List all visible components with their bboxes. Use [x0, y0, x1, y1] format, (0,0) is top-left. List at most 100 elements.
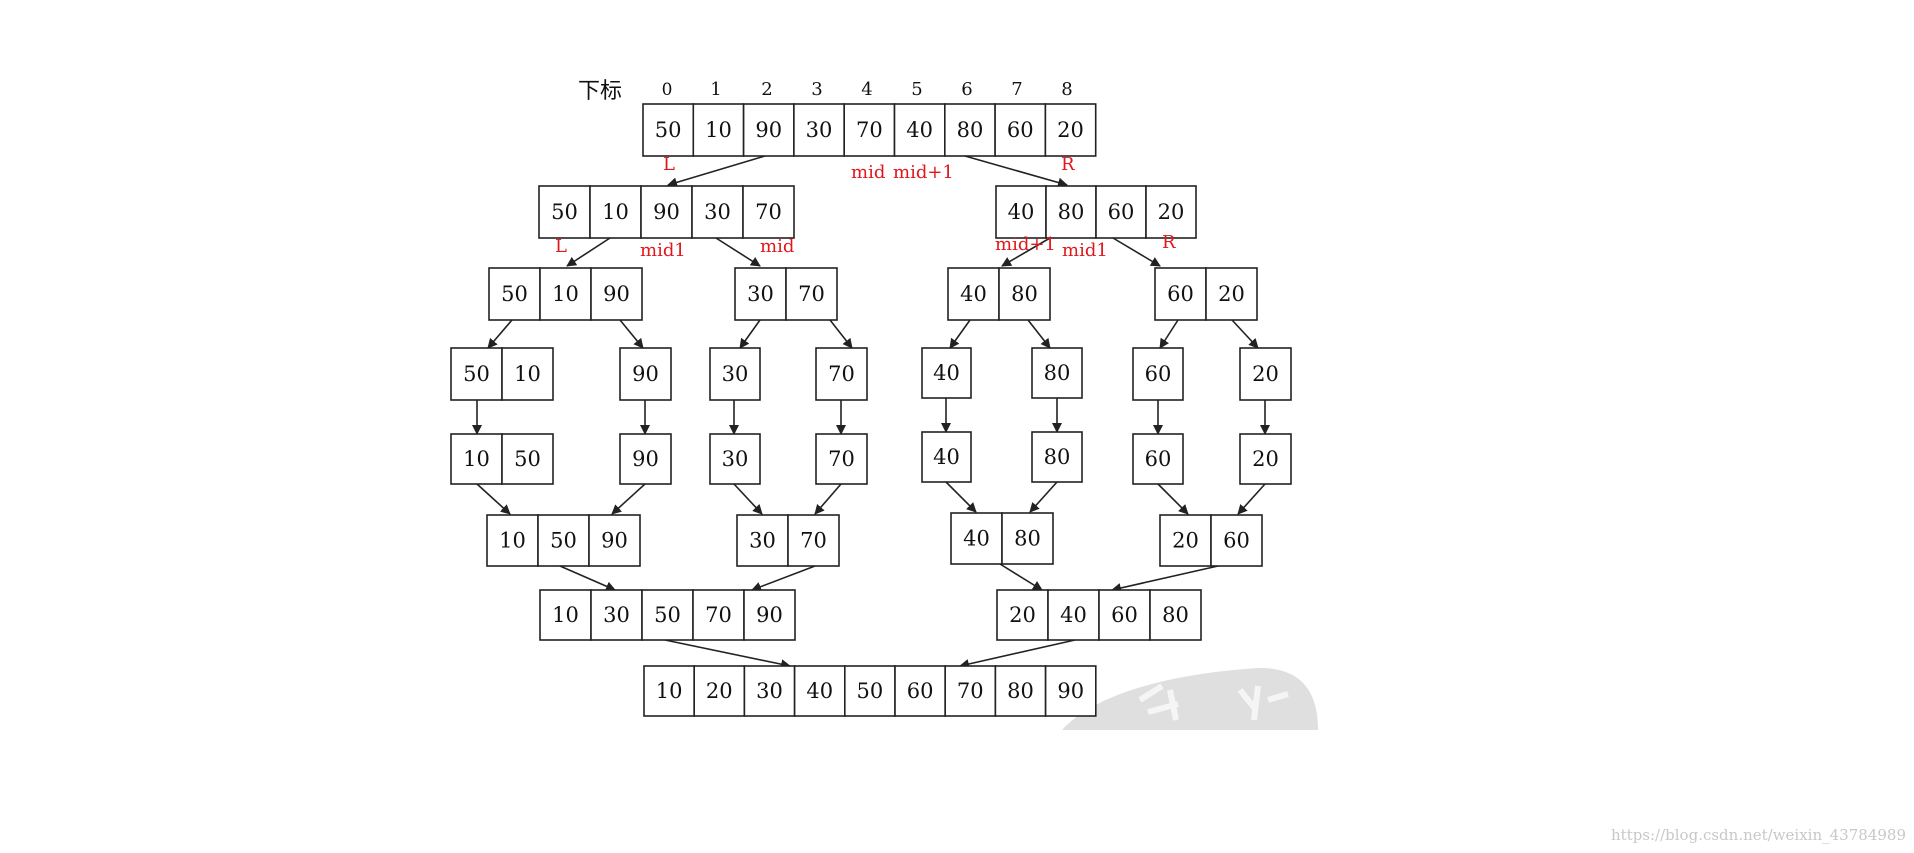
array-block-l3d: 70 — [815, 347, 868, 401]
array-block-l4c: 30 — [709, 433, 761, 485]
array-cell — [921, 431, 972, 483]
cell-value: 70 — [957, 679, 984, 703]
array-cell — [815, 347, 868, 401]
array-cell — [641, 589, 694, 641]
cell-value: 70 — [798, 282, 825, 306]
cell-value: 20 — [1218, 282, 1245, 306]
cell-value: 10 — [705, 118, 732, 142]
annotation-mid1-left: mid1 — [640, 240, 686, 261]
cell-value: 30 — [756, 679, 783, 703]
cell-value: 30 — [603, 603, 630, 627]
cell-value: 20 — [1158, 200, 1185, 224]
cell-value: 40 — [960, 282, 987, 306]
array-block-l3c: 30 — [709, 347, 761, 401]
cell-value: 30 — [747, 282, 774, 306]
array-cell — [501, 347, 554, 401]
array-cell — [785, 267, 838, 321]
cell-value: 30 — [806, 118, 833, 142]
array-cell — [1001, 512, 1054, 565]
array-cell — [619, 433, 672, 485]
array-cell — [1031, 347, 1083, 399]
cell-value: 10 — [499, 529, 526, 553]
array-cell — [486, 514, 539, 567]
array-cell — [709, 433, 761, 485]
array-cell — [1239, 347, 1292, 401]
cell-value: 50 — [654, 603, 681, 627]
array-cell — [590, 589, 643, 641]
index-digit: 6 — [961, 79, 972, 100]
index-row: 0 1 2 3 4 5 6 7 8 — [662, 79, 1073, 100]
cell-value: 50 — [551, 200, 578, 224]
cell-value: 30 — [722, 447, 749, 471]
array-cell — [692, 103, 745, 157]
cell-value: 40 — [806, 679, 833, 703]
array-cell — [642, 103, 695, 157]
cell-value: 60 — [1145, 362, 1172, 386]
annotation-R-right: R — [1162, 232, 1176, 253]
stamp-watermark-icon — [1062, 668, 1318, 730]
cell-value: 70 — [755, 200, 782, 224]
cell-value: 80 — [957, 118, 984, 142]
array-cell — [538, 185, 591, 239]
array-cell — [736, 514, 789, 567]
array-cell — [1044, 665, 1097, 717]
array-cell — [996, 589, 1049, 641]
cell-value: 90 — [756, 603, 783, 627]
annotation-midplus1-right: mid+1 — [995, 234, 1056, 255]
cell-value: 10 — [463, 447, 490, 471]
cell-value: 20 — [1057, 118, 1084, 142]
cell-value: 50 — [655, 118, 682, 142]
index-digit: 5 — [911, 79, 922, 100]
array-cell — [1145, 185, 1197, 239]
array-block-l3g: 60 — [1132, 347, 1184, 401]
cell-value: 80 — [1014, 527, 1041, 551]
array-cell — [742, 103, 795, 157]
cell-value: 80 — [1058, 200, 1085, 224]
array-block-l4h: 20 — [1239, 433, 1292, 485]
array-cell — [921, 347, 972, 399]
array-cell — [643, 665, 696, 717]
array-cell — [640, 185, 693, 239]
array-cell — [1031, 431, 1083, 483]
array-cell — [994, 103, 1047, 157]
array-block-l4g: 60 — [1132, 433, 1184, 485]
array-block-l4a: 10 50 — [450, 433, 554, 485]
cell-value: 50 — [857, 679, 884, 703]
array-cell — [787, 514, 840, 567]
array-cell — [692, 589, 745, 641]
annotation-R-root: R — [1061, 154, 1075, 175]
cell-value: 30 — [749, 529, 776, 553]
array-cell — [1132, 347, 1184, 401]
array-cell — [589, 185, 642, 239]
array-cell — [734, 267, 787, 321]
cell-value: 10 — [552, 603, 579, 627]
array-block-l4d: 70 — [815, 433, 868, 485]
array-cell — [944, 665, 997, 717]
cell-value: 10 — [602, 200, 629, 224]
array-cell — [1098, 589, 1151, 641]
index-label: 下标 — [578, 79, 622, 104]
cell-value: 60 — [1108, 200, 1135, 224]
cell-value: 10 — [656, 679, 683, 703]
annotation-mid-left: mid — [760, 236, 794, 257]
index-digit: 1 — [710, 79, 721, 100]
cell-value: 60 — [1167, 282, 1194, 306]
cell-value: 40 — [906, 118, 933, 142]
cell-value: 80 — [1007, 679, 1034, 703]
cell-value: 40 — [933, 445, 960, 469]
cell-value: 20 — [1252, 362, 1279, 386]
array-cell — [793, 103, 846, 157]
array-cell — [539, 267, 592, 321]
cell-value: 20 — [1172, 529, 1199, 553]
cell-value: 50 — [514, 447, 541, 471]
array-cell — [894, 665, 947, 717]
cell-value: 90 — [1057, 679, 1084, 703]
